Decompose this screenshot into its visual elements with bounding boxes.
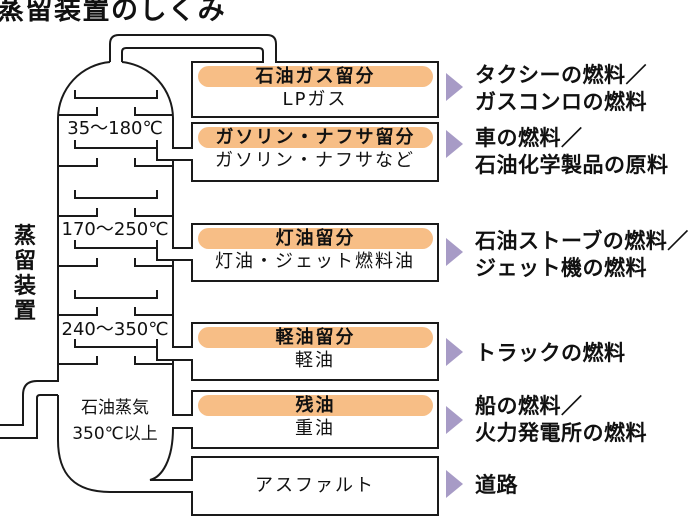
use-line: トラックの燃料 bbox=[475, 341, 626, 365]
use-line: 車の燃料／ bbox=[475, 126, 583, 150]
fraction-box-residue: 残油 重油 bbox=[191, 390, 439, 449]
fraction-box-asphalt: アスファルト bbox=[191, 456, 439, 516]
fraction-name-pill: ガソリン・ナフサ留分 bbox=[198, 127, 433, 148]
uses-petroleum-gas: タクシーの燃料／ ガスコンロの燃料 bbox=[475, 62, 647, 116]
arrow-right-icon bbox=[446, 130, 463, 158]
diagram-title: 蒸留装置のしくみ bbox=[0, 0, 227, 26]
column-right-wall bbox=[172, 360, 192, 416]
top-vapor-pipe-outer bbox=[109, 34, 277, 62]
temperature-range-label: 170〜250℃ bbox=[61, 219, 169, 240]
product-name: 軽油 bbox=[295, 350, 335, 371]
collector-cup bbox=[74, 90, 158, 99]
arrow-right-icon bbox=[446, 338, 463, 366]
use-line: 石油ストーブの燃料／ bbox=[475, 229, 689, 253]
use-line: ジェット機の燃料 bbox=[475, 256, 647, 280]
tray-plate bbox=[58, 356, 173, 365]
temperature-range-label: 35〜180℃ bbox=[67, 118, 163, 139]
fraction-box-gas-oil: 軽油留分 軽油 bbox=[191, 322, 439, 381]
fraction-name-pill: 残油 bbox=[198, 395, 433, 416]
use-line: 道路 bbox=[475, 473, 518, 497]
uses-asphalt: 道路 bbox=[475, 472, 518, 499]
fraction-name-pill: 灯油留分 bbox=[198, 228, 433, 249]
tray-plate bbox=[58, 158, 173, 167]
use-line: 石油化学製品の原料 bbox=[475, 153, 669, 177]
draw-off-pipe bbox=[156, 240, 192, 261]
collector-cup bbox=[74, 140, 157, 149]
arrow-right-icon bbox=[446, 73, 463, 101]
fraction-name-pill: 石油ガス留分 bbox=[198, 66, 433, 87]
draw-off-pipe bbox=[156, 339, 192, 361]
tray-plate bbox=[58, 258, 173, 267]
collector-cup bbox=[74, 190, 158, 199]
arrow-right-icon bbox=[446, 238, 463, 266]
tray-plate bbox=[58, 107, 173, 116]
fraction-name-pill: 軽油留分 bbox=[198, 327, 433, 348]
feed-vapor-label: 石油蒸気 bbox=[81, 398, 149, 418]
tray-plate bbox=[58, 208, 173, 217]
fraction-box-gasoline-naphtha: ガソリン・ナフサ留分 ガソリン・ナフサなど bbox=[191, 122, 439, 182]
product-name: ガソリン・ナフサなど bbox=[215, 150, 415, 171]
product-name: 重油 bbox=[295, 418, 335, 439]
use-line: 火力発電所の燃料 bbox=[475, 421, 647, 445]
fraction-box-petroleum-gas: 石油ガス留分 LPガス bbox=[191, 61, 439, 118]
arrow-right-icon bbox=[446, 470, 463, 498]
arrow-right-icon bbox=[446, 406, 463, 434]
distillation-column-label: 蒸留装置 bbox=[13, 224, 36, 324]
uses-gas-oil: トラックの燃料 bbox=[475, 340, 626, 367]
feed-temperature-label: 350℃以上 bbox=[72, 424, 158, 444]
draw-off-pipe bbox=[156, 140, 192, 161]
top-vapor-pipe-inner bbox=[121, 47, 264, 62]
product-name: アスファルト bbox=[255, 475, 375, 496]
temperature-range-label: 240〜350℃ bbox=[61, 319, 169, 340]
collector-cup bbox=[74, 240, 157, 249]
uses-kerosene: 石油ストーブの燃料／ ジェット機の燃料 bbox=[475, 228, 689, 282]
collector-cup bbox=[74, 290, 158, 299]
uses-gasoline-naphtha: 車の燃料／ 石油化学製品の原料 bbox=[475, 125, 669, 179]
fraction-box-kerosene: 灯油留分 灯油・ジェット燃料油 bbox=[191, 223, 439, 282]
product-name: LPガス bbox=[282, 89, 348, 110]
feed-pipe-inner bbox=[0, 394, 58, 439]
uses-residue: 船の燃料／ 火力発電所の燃料 bbox=[475, 393, 647, 447]
use-line: タクシーの燃料／ bbox=[475, 63, 647, 87]
product-name: 灯油・ジェット燃料油 bbox=[215, 251, 415, 272]
tray-plate bbox=[58, 307, 173, 316]
use-line: ガスコンロの燃料 bbox=[475, 90, 647, 114]
use-line: 船の燃料／ bbox=[475, 394, 583, 418]
